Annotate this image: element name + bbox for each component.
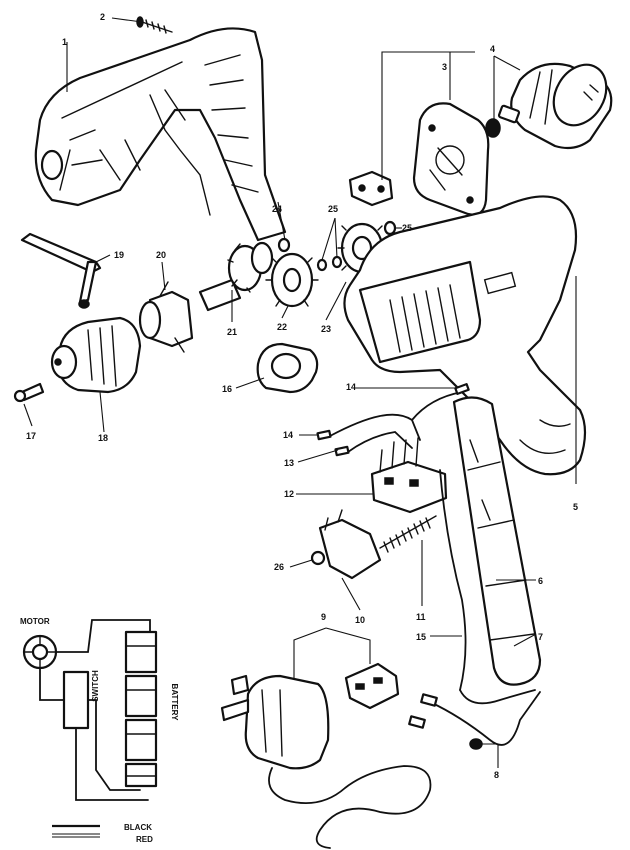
callout-19: 19 (114, 250, 124, 260)
charger-plug (220, 674, 330, 770)
callout-4: 4 (490, 44, 495, 54)
legend-red-wire (52, 833, 100, 838)
chuck (50, 316, 142, 394)
motor-pinion (485, 118, 501, 138)
intermediate-gear (265, 252, 319, 308)
callout-17: 17 (26, 431, 36, 441)
schematic-label-black: BLACK (124, 823, 152, 832)
callout-6: 6 (538, 576, 543, 586)
callout-8: 8 (494, 770, 499, 780)
callout-15: 15 (416, 632, 426, 642)
charger-connector (344, 662, 400, 710)
switch (370, 437, 448, 514)
callout-24: 24 (272, 204, 282, 214)
chuck-screw (13, 382, 45, 403)
callout-5: 5 (573, 502, 578, 512)
brush-holder (348, 170, 394, 207)
chuck-key (20, 232, 102, 309)
callout-22: 22 (277, 322, 287, 332)
battery-pack (452, 396, 542, 686)
callout-20: 20 (156, 250, 166, 260)
callout-7: 7 (538, 632, 543, 642)
motor (497, 62, 613, 150)
callout-12: 12 (284, 489, 294, 499)
callout-26: 26 (274, 562, 284, 572)
callout-2: 2 (100, 12, 105, 22)
callout-3: 3 (442, 62, 447, 72)
schematic-label-battery: BATTERY (170, 684, 179, 722)
leader-lines (23, 17, 577, 768)
wiring-schematic (22, 619, 158, 801)
switch-carrier (310, 509, 382, 580)
schematic-labels: MOTOR SWITCH BATTERY BLACK RED (20, 617, 179, 844)
callout-21: 21 (227, 327, 237, 337)
torque-collar (256, 342, 319, 394)
callout-14b: 14 (283, 430, 293, 440)
callout-13: 13 (284, 458, 294, 468)
callout-16: 16 (222, 384, 232, 394)
callout-23: 23 (321, 324, 331, 334)
callout-11: 11 (416, 612, 426, 622)
schematic-label-red: RED (136, 835, 153, 844)
callout-18: 18 (98, 433, 108, 443)
reversing-spring (379, 515, 437, 553)
gearbox-housing (138, 281, 194, 353)
motor-end-plate (412, 102, 490, 216)
schematic-label-switch: SWITCH (91, 670, 100, 702)
charger-cable (268, 765, 432, 849)
callout-14: 14 (346, 382, 356, 392)
spindle-gear (198, 241, 274, 312)
callout-9: 9 (321, 612, 326, 622)
callout-10: 10 (355, 615, 365, 625)
callout-25: 25 (328, 204, 338, 214)
washer-24 (277, 237, 291, 253)
right-housing-half (343, 195, 587, 476)
housing-screw (136, 16, 173, 34)
schematic-label-motor: MOTOR (20, 617, 50, 626)
callout-1: 1 (62, 37, 67, 47)
left-housing-half (34, 27, 287, 242)
callout-25b: 25 (402, 223, 412, 233)
